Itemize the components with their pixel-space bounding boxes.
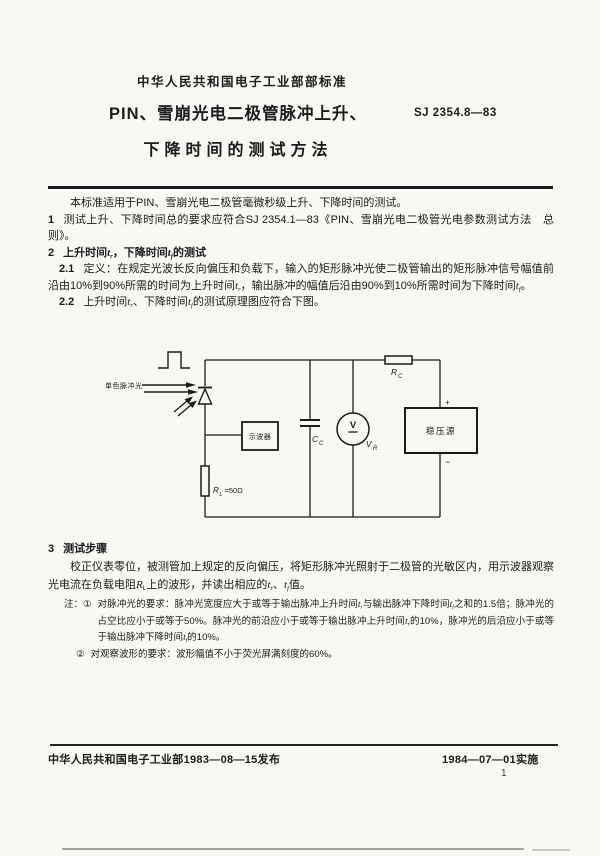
title-line-2: 下降时间的测试方法 xyxy=(143,142,333,159)
oscilloscope-box xyxy=(241,421,279,451)
rc-sub: C xyxy=(398,374,403,380)
clause-3-heading: 3 测试步骤 xyxy=(48,540,554,558)
oscilloscope-label: 示波器 xyxy=(249,432,272,441)
monochrome-light-label: 单色脉冲光 xyxy=(105,381,143,390)
clause-2-1-text: 定义：在规定光波长反向偏压和负载下，输入的矩形脉冲光使二极管输出的矩形脉冲信号幅… xyxy=(48,263,554,293)
clause-2-2-number: 2.2 xyxy=(59,296,75,308)
footer-implemented-text: 1984—07—01实施 xyxy=(442,754,539,766)
coupling-capacitor-icon xyxy=(300,419,320,427)
circuit-diagram: 单色脉冲光 示波器 R L =50Ω xyxy=(105,351,478,518)
rl-base: R xyxy=(213,486,219,495)
clause-1-text: 测试上升、下降时间总的要求应符合SJ 2354.1—83《PIN、雪崩光电二极管… xyxy=(48,213,554,243)
page-number: 1 xyxy=(501,768,507,779)
notes-section: 注：① 对脉冲光的要求：脉冲光宽度应大于或等于输出脉冲上升时间tr与输出脉冲下降时… xyxy=(48,597,554,663)
note-2: ② 对观察波形的要求：波形幅值不小于荧光屏满刻度的60%。 xyxy=(76,647,554,664)
rc-base: R xyxy=(391,367,397,377)
voltmeter-symbol: V xyxy=(350,420,357,431)
note-prefix: 注： xyxy=(64,599,84,610)
load-resistor-icon xyxy=(200,465,210,497)
note-1-number: ① xyxy=(83,599,92,610)
footer-issued-text: 中华人民共和国电子工业部1983—08—15发布 xyxy=(48,754,281,766)
clause-3-paragraph: 校正仪表零位，被测管加上规定的反向偏压，将矩形脉冲光照射于二极管的光敏区内，用示… xyxy=(48,561,554,592)
bias-resistor-icon xyxy=(384,355,413,365)
rl-sub: L xyxy=(220,492,223,498)
note-2-number: ② xyxy=(76,648,85,660)
minus-sign: − xyxy=(445,457,450,467)
clause-3-heading-text: 测试步骤 xyxy=(63,543,108,555)
cc-base: C xyxy=(312,434,319,444)
vr-base: V xyxy=(366,439,373,449)
voltmeter-icon xyxy=(336,412,370,446)
standard-number: SJ 2354.8—83 xyxy=(414,107,497,119)
bias-resistor-label: R C xyxy=(391,367,403,380)
footer-rule xyxy=(50,744,558,746)
plus-sign: + xyxy=(445,398,450,407)
note-2-text: 对观察波形的要求：波形幅值不小于荧光屏满刻度的60%。 xyxy=(90,648,338,660)
org-standard-label: 中华人民共和国电子工业部部标准 xyxy=(137,75,348,89)
note-1-text: 对脉冲光的要求：脉冲光宽度应大于或等于输出脉冲上升时间tr与输出脉冲下降时间tf… xyxy=(97,599,555,644)
voltmeter-label: V R xyxy=(366,439,378,452)
pulse-waveform-icon xyxy=(158,351,190,369)
clause-3-number: 3 xyxy=(48,543,55,555)
clause-2-heading-text: 上升时间tr，下降时间tf的测试 xyxy=(63,246,207,260)
clause-2-heading: 2 上升时间tr，下降时间tf的测试 xyxy=(48,245,554,262)
photodiode-icon xyxy=(197,386,213,405)
document-title: PIN、雪崩光电二极管脉冲上升、 下降时间的测试方法 xyxy=(88,100,388,160)
coupling-capacitor-label: C C xyxy=(312,434,324,447)
clause-2-2-text: 上升时间tr、下降时间tf的测试原理图应符合下图。 xyxy=(83,296,325,309)
cc-sub: C xyxy=(319,441,324,447)
rl-value: =50Ω xyxy=(225,486,244,495)
clause-2-2: 2.2 上升时间tr、下降时间tf的测试原理图应符合下图。 xyxy=(48,294,554,311)
body-text-lower: 3 测试步骤 校正仪表零位，被测管加上规定的反向偏压，将矩形脉冲光照射于二极管的光… xyxy=(48,540,554,663)
header-rule xyxy=(48,186,553,189)
note-1: 注：① 对脉冲光的要求：脉冲光宽度应大于或等于输出脉冲上升时间tr与输出脉冲下降时… xyxy=(64,597,554,647)
light-arrows-icon xyxy=(142,382,198,417)
vr-sub: R xyxy=(373,446,378,452)
clause-2-1-number: 2.1 xyxy=(59,263,75,275)
intro-paragraph: 本标准适用于PIN、雪崩光电二极管毫微秒级上升、下降时间的测试。 xyxy=(70,197,408,209)
power-supply-box xyxy=(404,407,478,454)
scan-artifact-line xyxy=(62,848,524,850)
scan-artifact-line-2 xyxy=(532,849,570,851)
power-supply-label: 稳压源 xyxy=(426,426,456,436)
clause-2-number: 2 xyxy=(48,246,55,259)
clause-1-number: 1 xyxy=(48,213,55,226)
title-line-1: PIN、雪崩光电二极管脉冲上升、 xyxy=(108,105,367,123)
load-resistor-label: R L =50Ω xyxy=(213,486,243,498)
